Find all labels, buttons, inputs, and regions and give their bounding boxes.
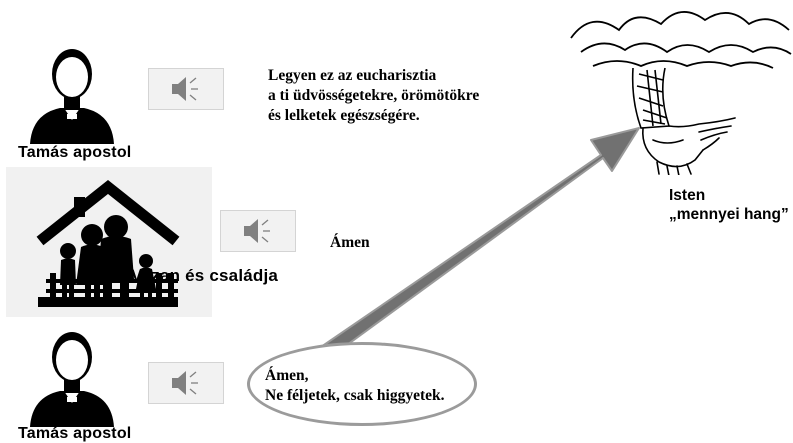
play-audio-button-top[interactable] xyxy=(148,68,224,110)
speech-line: a ti üdvösségetekre, örömötökre xyxy=(268,87,480,104)
speaker-icon xyxy=(172,77,198,101)
god-hand-illustration xyxy=(570,11,792,175)
god-caption-line: „mennyei hang” xyxy=(669,206,789,223)
god-caption-line: Isten xyxy=(669,187,706,204)
family-house-icon xyxy=(36,179,180,307)
speaker-icon xyxy=(244,219,270,243)
speech-line: és lelketek egészségére. xyxy=(268,107,420,124)
speech-text-top: Legyen ez az eucharisztia a ti üdvössége… xyxy=(268,66,479,126)
family-name: Vazan és családja xyxy=(131,266,279,285)
play-audio-button-family[interactable] xyxy=(220,210,296,252)
speaker-name-bottom: Tamás apostol xyxy=(18,425,132,442)
speaker-icon xyxy=(172,371,198,395)
speech-ellipse xyxy=(247,342,477,426)
speech-line: Legyen ez az eucharisztia xyxy=(268,67,437,84)
priest-icon xyxy=(30,332,114,427)
cloud-outline xyxy=(570,11,790,39)
god-caption: Isten „mennyei hang” xyxy=(669,186,789,224)
priest-icon xyxy=(30,49,114,144)
play-audio-button-bottom[interactable] xyxy=(148,362,224,404)
cloud-outline xyxy=(580,42,792,55)
speaker-name-top: Tamás apostol xyxy=(18,144,132,161)
speech-text-family: Ámen xyxy=(330,234,370,251)
speech-line: Ne féljetek, csak higgyetek. xyxy=(265,387,445,404)
cloud-outline xyxy=(592,60,774,69)
family-panel xyxy=(6,167,212,317)
priest-avatar-top xyxy=(20,40,124,144)
priest-avatar-bottom xyxy=(20,323,124,427)
speech-line: Ámen, xyxy=(265,367,309,384)
speech-text-bottom: Ámen, Ne féljetek, csak higgyetek. xyxy=(265,366,445,406)
